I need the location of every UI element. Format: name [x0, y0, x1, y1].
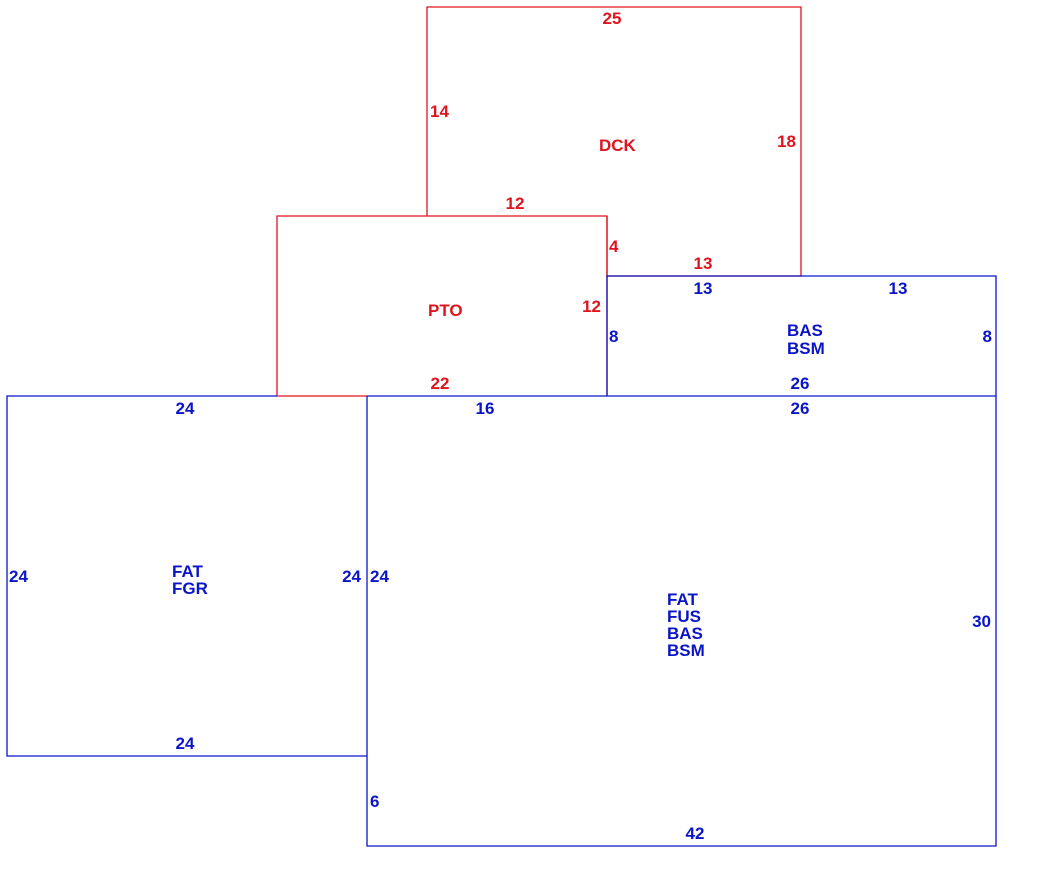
- bas-upper-dim-top-right: 13: [889, 279, 908, 298]
- main-dim-bottom: 42: [686, 824, 705, 843]
- bas-upper-dim-bottom: 26: [791, 374, 810, 393]
- garage-code-1: FAT: [172, 562, 203, 581]
- pto-code: PTO: [428, 301, 463, 320]
- main-code-1: FAT: [667, 590, 698, 609]
- bas-upper-dim-right: 8: [983, 327, 992, 346]
- dck-dim-right: 18: [777, 132, 796, 151]
- bas-upper-code-1: BAS: [787, 321, 823, 340]
- dck-dim-bottom-left: 12: [506, 194, 525, 213]
- pto-area: 12 22 PTO: [276, 215, 608, 397]
- main-code-2: FUS: [667, 607, 701, 626]
- main-dim-left: 24: [370, 567, 389, 586]
- garage-outline: [6, 395, 367, 757]
- bas-upper-outline: [606, 275, 997, 396]
- main-outline: [366, 395, 997, 847]
- garage-dim-bottom: 24: [176, 734, 195, 753]
- bas-upper-area: 13 13 8 8 26 BAS BSM: [606, 275, 997, 396]
- dck-dim-top: 25: [603, 9, 622, 28]
- main-dim-top-right: 26: [791, 399, 810, 418]
- main-code-4: BSM: [667, 641, 705, 660]
- main-area: 16 26 24 30 6 42 FAT FUS BAS BSM: [366, 395, 997, 847]
- dck-area: 25 14 18 12 13 4 DCK: [426, 6, 802, 277]
- garage-dim-top: 24: [176, 399, 195, 418]
- dck-dim-left: 14: [430, 102, 449, 121]
- main-dim-left-lower: 6: [370, 792, 379, 811]
- pto-dim-bottom: 22: [431, 374, 450, 393]
- garage-code-2: FGR: [172, 579, 208, 598]
- dck-dim-bottom-right: 13: [694, 254, 713, 273]
- main-dim-top-left: 16: [476, 399, 495, 418]
- bas-upper-code-2: BSM: [787, 339, 825, 358]
- dck-dim-step: 4: [609, 237, 619, 256]
- main-dim-right: 30: [972, 612, 991, 631]
- main-code-3: BAS: [667, 624, 703, 643]
- garage-area: 24 24 24 24 FAT FGR: [6, 395, 367, 757]
- garage-dim-right: 24: [342, 567, 361, 586]
- dck-code: DCK: [599, 136, 637, 155]
- bas-upper-dim-left: 8: [609, 327, 618, 346]
- garage-dim-left: 24: [9, 567, 28, 586]
- pto-dim-right: 12: [582, 297, 601, 316]
- bas-upper-dim-top-left: 13: [694, 279, 713, 298]
